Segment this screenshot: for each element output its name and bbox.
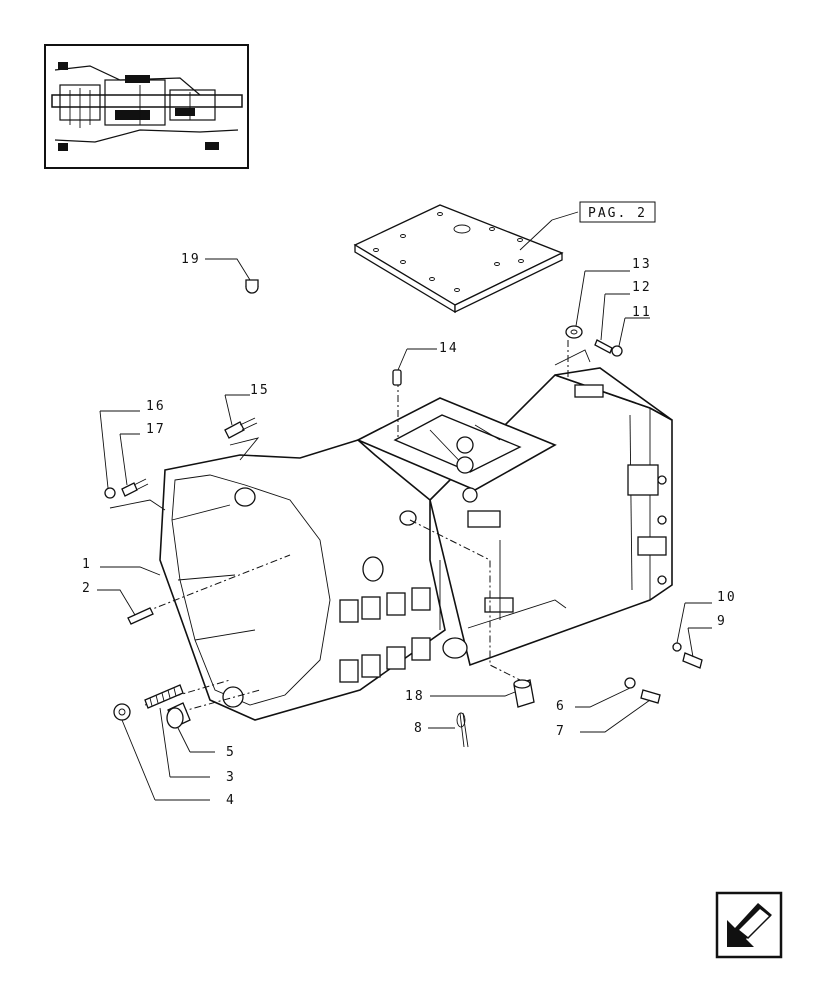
screw-17 xyxy=(121,478,149,497)
nut-4 xyxy=(113,703,131,721)
callout-2[interactable]: 2 xyxy=(82,581,92,596)
callout-19[interactable]: 19 xyxy=(181,252,201,267)
washer-10 xyxy=(672,642,682,652)
cover-plate xyxy=(353,204,564,314)
callout-9[interactable]: 9 xyxy=(717,614,727,629)
screw-7 xyxy=(640,689,661,704)
screw-15 xyxy=(224,417,258,439)
bushing-18 xyxy=(513,679,535,708)
callout-10[interactable]: 10 xyxy=(717,590,737,605)
transmission-thumbnail-icon[interactable] xyxy=(44,44,249,169)
pin-2 xyxy=(127,607,154,625)
bushing-5 xyxy=(166,702,191,729)
callout-18[interactable]: 18 xyxy=(405,689,425,704)
callout-12[interactable]: 12 xyxy=(632,280,652,295)
callout-11[interactable]: 11 xyxy=(632,305,652,320)
washer-11 xyxy=(611,345,623,357)
callout-16[interactable]: 16 xyxy=(146,399,166,414)
screw-9 xyxy=(682,652,703,669)
callout-4[interactable]: 4 xyxy=(226,793,236,808)
callout-8[interactable]: 8 xyxy=(414,721,424,736)
page-reference[interactable]: PAG. 2 xyxy=(588,206,647,221)
callout-17[interactable]: 17 xyxy=(146,422,166,437)
callout-5[interactable]: 5 xyxy=(226,745,236,760)
split-pin-8 xyxy=(456,712,469,748)
callout-14[interactable]: 14 xyxy=(439,341,459,356)
screw-12 xyxy=(594,339,613,354)
leader-lines xyxy=(97,258,712,801)
pin-14 xyxy=(392,369,402,386)
callout-3[interactable]: 3 xyxy=(226,770,236,785)
callout-6[interactable]: 6 xyxy=(556,699,566,714)
seal-13 xyxy=(565,325,583,339)
plug-19 xyxy=(245,279,259,294)
callout-13[interactable]: 13 xyxy=(632,257,652,272)
callout-15[interactable]: 15 xyxy=(250,383,270,398)
back-arrow-icon[interactable] xyxy=(715,891,783,959)
transmission-housing xyxy=(159,367,673,721)
plug-16 xyxy=(104,487,116,499)
callout-7[interactable]: 7 xyxy=(556,724,566,739)
washer-6 xyxy=(624,677,636,689)
stud-3 xyxy=(144,684,184,709)
callout-1[interactable]: 1 xyxy=(82,557,92,572)
